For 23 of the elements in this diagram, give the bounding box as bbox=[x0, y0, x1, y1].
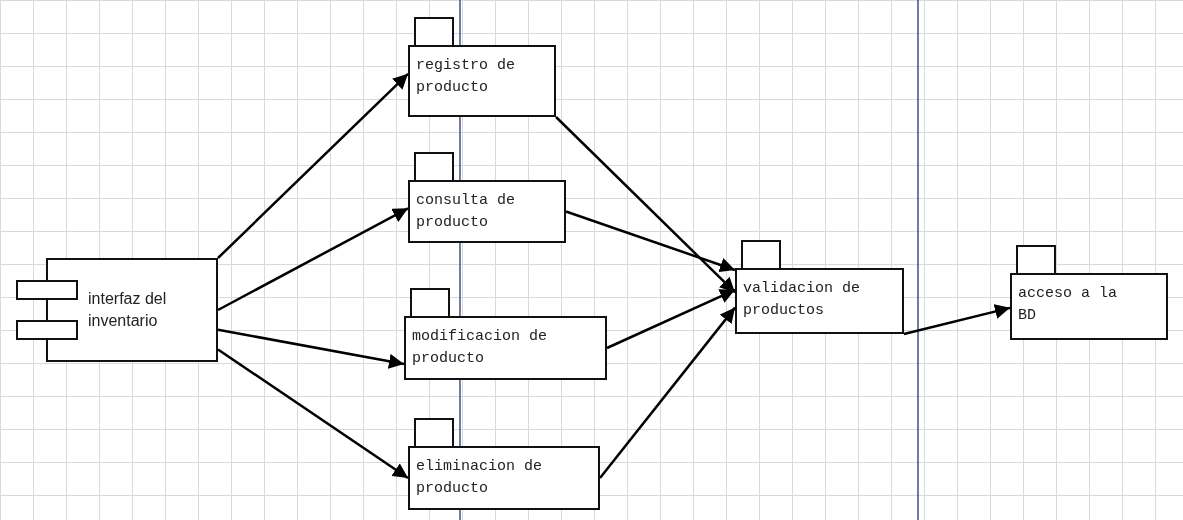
package-box bbox=[408, 17, 556, 117]
node-label: acceso a la BD bbox=[1018, 284, 1119, 326]
package-box bbox=[404, 288, 607, 380]
package-box bbox=[1010, 245, 1168, 340]
node-label: consulta de producto bbox=[416, 191, 517, 233]
arrow bbox=[555, 116, 736, 294]
node-label: registro de producto bbox=[416, 56, 517, 98]
package-box bbox=[735, 240, 904, 334]
arrow bbox=[565, 210, 736, 273]
arrow bbox=[606, 288, 736, 350]
node-label: interfaz del inventario bbox=[88, 289, 168, 331]
arrow bbox=[217, 348, 409, 480]
node-label: eliminacion de producto bbox=[416, 457, 544, 499]
arrow bbox=[599, 306, 736, 479]
node-label: modificacion de producto bbox=[412, 327, 549, 369]
arrow bbox=[903, 304, 1011, 336]
arrow bbox=[217, 328, 405, 369]
node-label: validacion de productos bbox=[743, 279, 862, 321]
arrow bbox=[217, 207, 409, 312]
component-box bbox=[16, 258, 218, 362]
package-box bbox=[408, 152, 566, 243]
arrow bbox=[217, 72, 409, 259]
package-box bbox=[408, 418, 600, 510]
